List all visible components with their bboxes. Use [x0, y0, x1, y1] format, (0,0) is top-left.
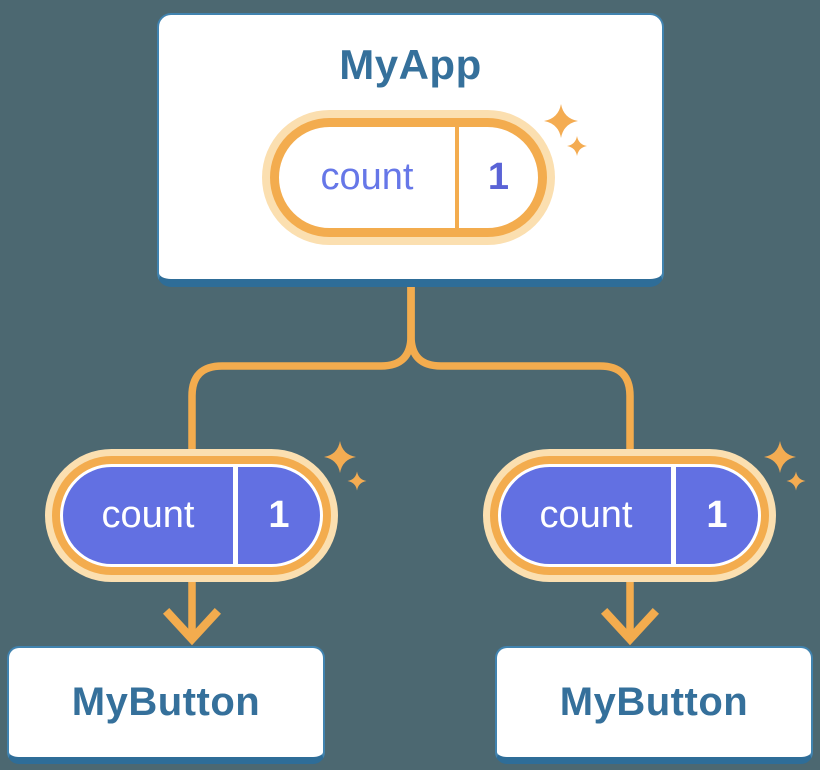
state-pill: count 1	[262, 110, 555, 245]
state-pill-divider	[455, 127, 459, 228]
prop-pill-right-value: 1	[706, 494, 728, 536]
prop-pill-left-body: count 1	[63, 467, 320, 564]
prop-pill-left-ring: count 1	[52, 456, 331, 575]
child-component-card-right: MyButton	[495, 646, 813, 764]
prop-pill-left-label: count	[101, 494, 195, 536]
prop-pill-left: count 1	[45, 449, 338, 582]
prop-pill-left-name-segment: count	[63, 467, 233, 564]
sparkle-icon-right	[764, 441, 806, 491]
prop-pill-right-ring: count 1	[490, 456, 769, 575]
prop-pill-right: count 1	[483, 449, 776, 582]
state-pill-ring: count 1	[270, 118, 547, 237]
root-component-title: MyApp	[339, 41, 482, 88]
prop-pill-right-body: count 1	[501, 467, 758, 564]
arrow-down-icon-left	[162, 607, 222, 646]
prop-pill-right-divider	[671, 467, 676, 564]
prop-pill-left-value-segment: 1	[238, 467, 320, 564]
state-pill-label: count	[320, 156, 414, 198]
child-component-title-right: MyButton	[559, 680, 749, 724]
state-pill-name-segment: count	[279, 127, 455, 228]
state-pill-value-segment: 1	[459, 127, 538, 228]
arrow-down-icon-right	[600, 607, 660, 646]
prop-pill-left-value: 1	[268, 494, 290, 536]
state-pill-value: 1	[487, 156, 510, 198]
prop-pill-right-label: count	[539, 494, 633, 536]
prop-pill-right-value-segment: 1	[676, 467, 758, 564]
child-component-title-left: MyButton	[71, 680, 261, 724]
child-component-card-left: MyButton	[7, 646, 325, 764]
sparkle-icon-left	[324, 441, 367, 491]
prop-pill-right-name-segment: count	[501, 467, 671, 564]
